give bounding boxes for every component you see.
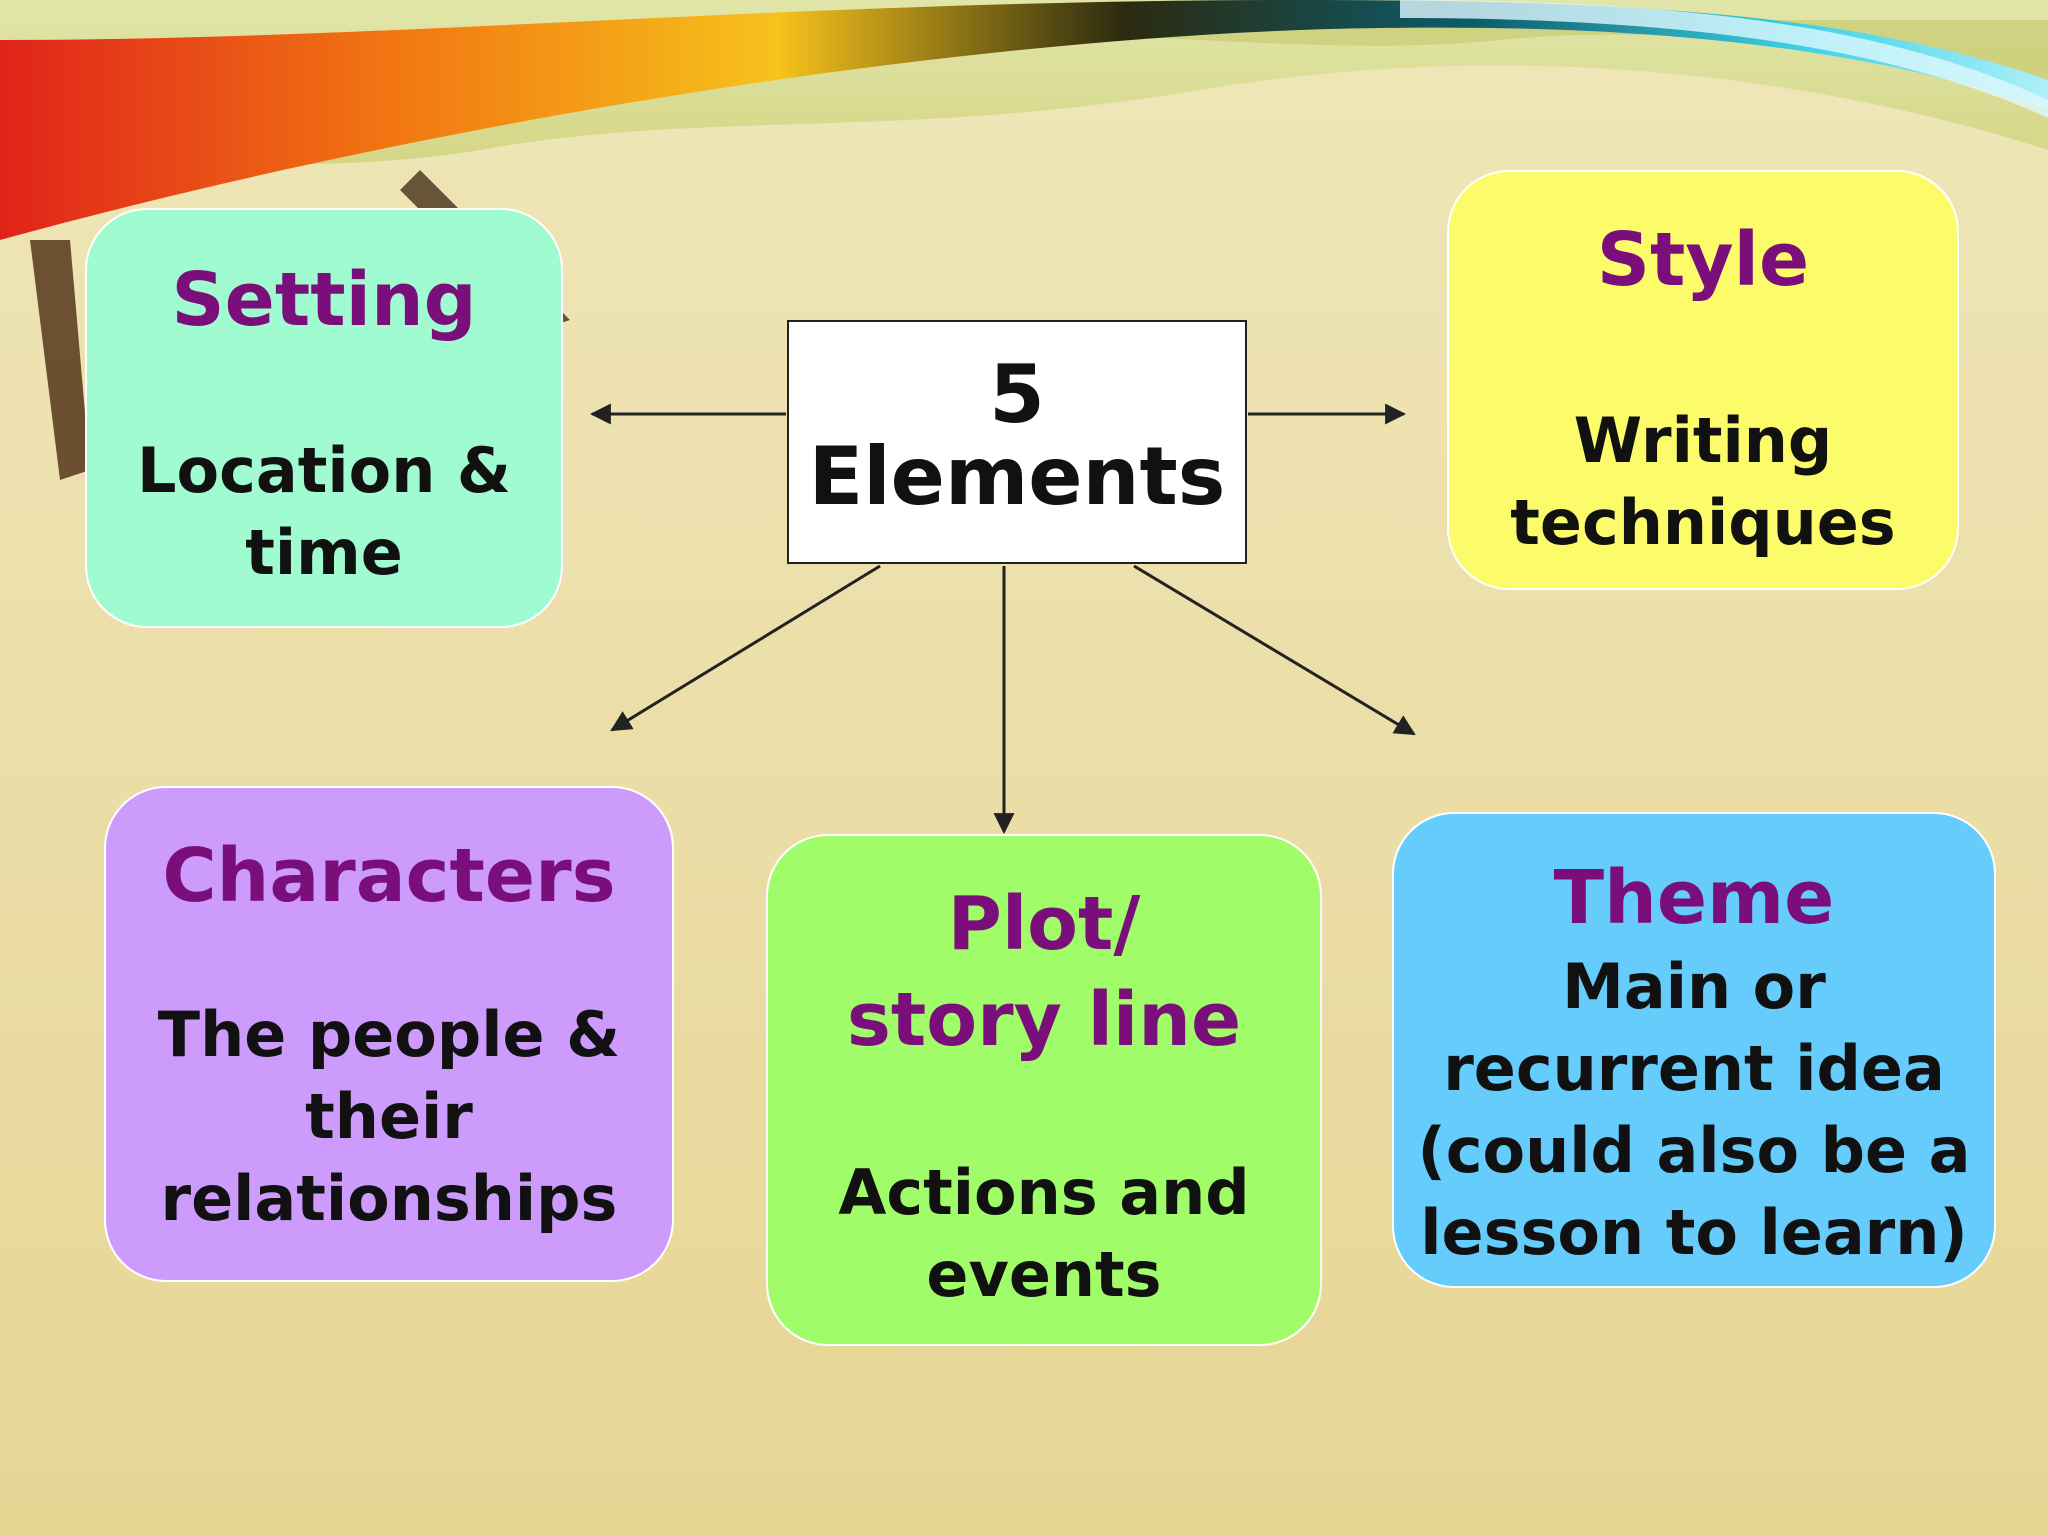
style-box: Style Writing techniques — [1447, 170, 1959, 590]
style-desc-line-1: Writing — [1573, 404, 1833, 477]
theme-desc-line-4: lesson to learn) — [1420, 1196, 1968, 1269]
characters-desc-line-2: their — [305, 1080, 473, 1153]
plot-desc-line-2: events — [926, 1238, 1162, 1311]
center-node: 5 Elements — [787, 320, 1247, 564]
center-line-1: 5 — [989, 348, 1045, 441]
frame-shape — [30, 240, 90, 480]
characters-box: Characters The people & their relationsh… — [104, 786, 674, 1282]
plot-desc-line-1: Actions and — [838, 1156, 1250, 1229]
characters-desc-line-3: relationships — [160, 1162, 618, 1235]
theme-desc-line-1: Main or — [1562, 950, 1826, 1023]
characters-title: Characters — [162, 833, 616, 919]
arrow-to-characters — [610, 564, 881, 732]
arrow-to-theme — [1133, 564, 1416, 736]
setting-desc-line-2: time — [245, 516, 403, 589]
ribbon-highlight — [1400, 0, 2048, 118]
style-desc-line-2: techniques — [1510, 486, 1896, 559]
characters-desc-line-1: The people & — [157, 998, 621, 1071]
setting-box: Setting Location & time — [85, 208, 563, 628]
setting-desc-line-1: Location & — [137, 434, 511, 507]
setting-title: Setting — [171, 257, 477, 343]
rainbow-ribbon — [0, 0, 2048, 240]
theme-desc-line-2: recurrent idea — [1443, 1032, 1945, 1105]
theme-title: Theme — [1553, 855, 1835, 941]
plot-title-line-1: Plot/ — [947, 881, 1141, 967]
center-line-2: Elements — [808, 430, 1226, 523]
plot-title-line-2: story line — [846, 977, 1242, 1063]
plot-box: Plot/ story line Actions and events — [766, 834, 1322, 1346]
style-title: Style — [1596, 217, 1810, 303]
theme-box: Theme Main or recurrent idea (could also… — [1392, 812, 1996, 1288]
theme-desc-line-3: (could also be a — [1417, 1114, 1971, 1187]
